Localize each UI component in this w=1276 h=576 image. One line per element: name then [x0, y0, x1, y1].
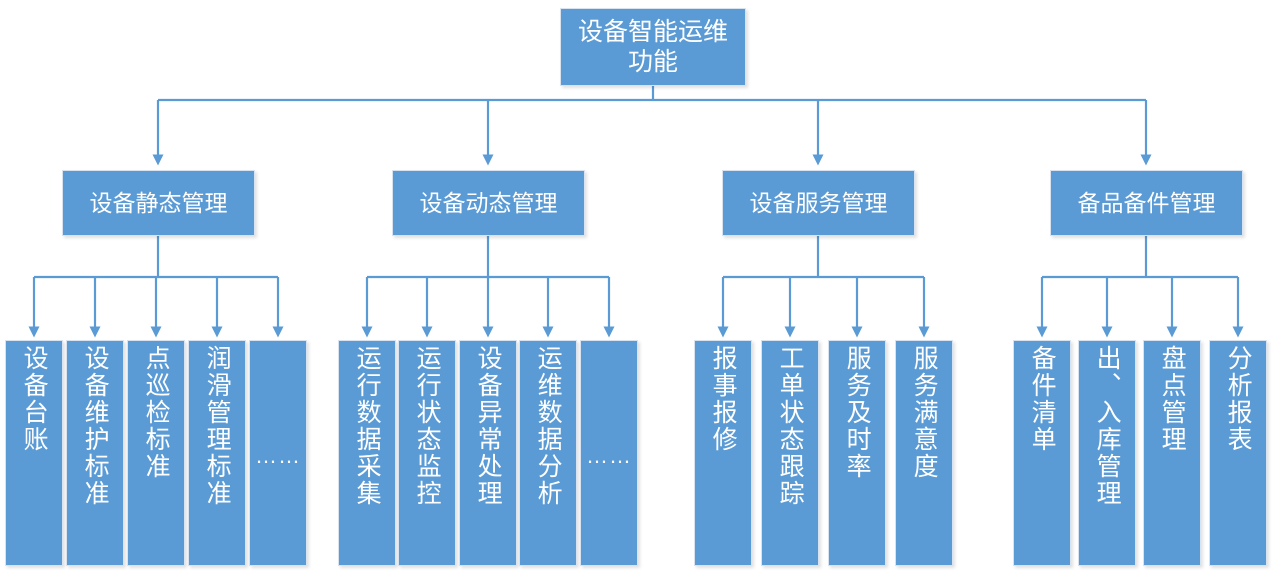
leaf-node-0-2[interactable]: 点巡检标准 — [127, 340, 185, 566]
root-node-label: 设备智能运维功能 — [578, 17, 729, 77]
leaf-node-0-0-label: 设备台账 — [20, 345, 49, 453]
leaf-node-0-4-label: …… — [255, 442, 301, 468]
leaf-node-0-3-label: 润滑管理标准 — [203, 345, 232, 507]
leaf-node-3-0-label: 备件清单 — [1028, 345, 1057, 453]
category-node-0[interactable]: 设备静态管理 — [62, 170, 255, 236]
leaf-node-2-2-label: 服务及时率 — [843, 345, 872, 480]
leaf-node-1-0[interactable]: 运行数据采集 — [338, 340, 396, 566]
category-node-1-label: 设备动态管理 — [419, 189, 558, 216]
leaf-node-2-1-label: 工单状态跟踪 — [776, 345, 805, 507]
root-node[interactable]: 设备智能运维功能 — [560, 8, 746, 86]
leaf-node-0-1[interactable]: 设备维护标准 — [66, 340, 124, 566]
leaf-node-0-4-ellipsis[interactable]: …… — [249, 340, 307, 566]
leaf-node-2-2[interactable]: 服务及时率 — [828, 340, 886, 566]
leaf-node-1-0-label: 运行数据采集 — [353, 345, 382, 507]
leaf-node-3-2-label: 盘点管理 — [1158, 345, 1187, 453]
category-node-2[interactable]: 设备服务管理 — [722, 170, 915, 236]
leaf-node-3-1[interactable]: 出、入库管理 — [1078, 340, 1136, 566]
leaf-node-1-2[interactable]: 设备异常处理 — [459, 340, 517, 566]
category-node-3[interactable]: 备品备件管理 — [1050, 170, 1243, 236]
leaf-node-0-2-label: 点巡检标准 — [142, 345, 171, 480]
leaf-node-0-3[interactable]: 润滑管理标准 — [188, 340, 246, 566]
category-node-1[interactable]: 设备动态管理 — [392, 170, 585, 236]
leaf-node-2-0-label: 报事报修 — [709, 345, 738, 453]
leaf-node-0-0[interactable]: 设备台账 — [5, 340, 63, 566]
category-node-3-label: 备品备件管理 — [1077, 189, 1216, 216]
leaf-node-3-1-label: 出、入库管理 — [1093, 345, 1122, 507]
leaf-node-1-4-ellipsis[interactable]: …… — [580, 340, 638, 566]
leaf-node-3-2[interactable]: 盘点管理 — [1143, 340, 1201, 566]
leaf-node-1-2-label: 设备异常处理 — [474, 345, 503, 507]
category-node-0-label: 设备静态管理 — [89, 189, 228, 216]
leaf-node-2-3-label: 服务满意度 — [910, 345, 939, 480]
leaf-node-0-1-label: 设备维护标准 — [81, 345, 110, 507]
leaf-node-3-0[interactable]: 备件清单 — [1013, 340, 1071, 566]
leaf-node-1-4-label: …… — [586, 442, 632, 468]
leaf-node-2-1[interactable]: 工单状态跟踪 — [761, 340, 819, 566]
leaf-node-1-1[interactable]: 运行状态监控 — [398, 340, 456, 566]
leaf-node-1-1-label: 运行状态监控 — [413, 345, 442, 507]
leaf-node-2-0[interactable]: 报事报修 — [694, 340, 752, 566]
leaf-node-2-3[interactable]: 服务满意度 — [895, 340, 953, 566]
leaf-node-1-3-label: 运维数据分析 — [534, 345, 563, 507]
category-node-2-label: 设备服务管理 — [749, 189, 888, 216]
leaf-node-3-3-label: 分析报表 — [1224, 345, 1253, 453]
leaf-node-1-3[interactable]: 运维数据分析 — [519, 340, 577, 566]
leaf-node-3-3[interactable]: 分析报表 — [1209, 340, 1267, 566]
